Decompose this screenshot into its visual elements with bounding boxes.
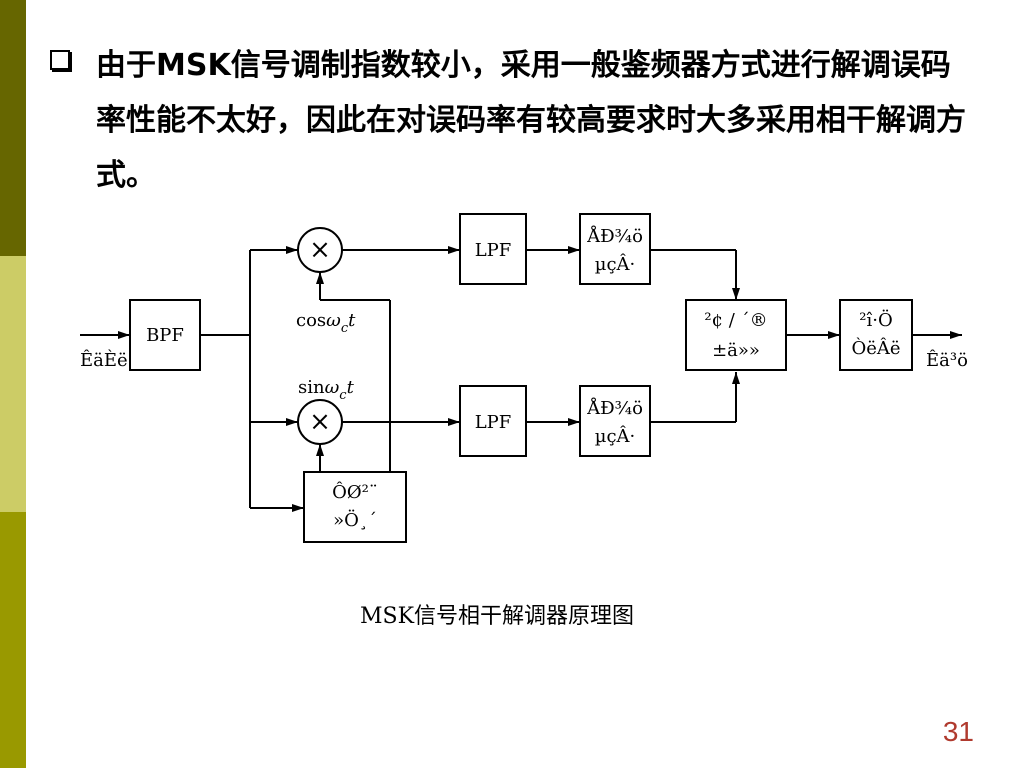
combiner-line2: ±ä»»	[712, 340, 760, 361]
sidebar-segment-middle	[0, 256, 26, 512]
sidebar-segment-bottom	[0, 512, 26, 768]
mixer-bottom-symbol: ×	[309, 407, 331, 437]
lpf-bottom-block	[459, 385, 527, 457]
sampler-bottom-block	[579, 385, 651, 457]
lpf-bottom-label: LPF	[475, 412, 512, 433]
diagram-caption: MSK信号相干解调器原理图	[360, 604, 635, 629]
input-label: ÊäÈë	[80, 348, 128, 371]
sampler-bottom-line1: ÅÐ¾ö	[586, 397, 643, 419]
sidebar-segment-top	[0, 0, 26, 256]
sampler-bottom-line2: µçÂ·	[595, 424, 636, 447]
combiner-block	[685, 299, 787, 371]
mixer-bottom-icon	[297, 399, 343, 445]
bullet-text: 由于MSK信号调制指数较小，采用一般鉴频器方式进行解调误码率性能不太好，因此在对…	[96, 48, 966, 193]
output-label: Êä³ö	[926, 348, 968, 371]
decoder-block	[839, 299, 913, 371]
carrier-line1: ÔØ²¨	[332, 480, 378, 503]
cos-label: cosωct	[296, 310, 356, 336]
sampler-top-line2: µçÂ·	[595, 252, 636, 275]
sin-label: sinωct	[298, 377, 355, 403]
carrier-recovery-block	[303, 471, 407, 543]
lpf-top-block	[459, 213, 527, 285]
slide-sidebar	[0, 0, 26, 768]
combiner-line1: ²¢ / ´®	[704, 310, 767, 331]
bpf-block	[129, 299, 201, 371]
decoder-line1: ²î·Ö	[859, 308, 892, 331]
hollow-square-bullet-icon	[50, 50, 70, 70]
bpf-label: BPF	[146, 325, 184, 346]
page-number: 31	[942, 716, 974, 747]
carrier-line2: »Ö¸´	[333, 508, 377, 531]
decoder-line2: ÒëÂë	[851, 336, 900, 359]
mixer-top-icon	[297, 227, 343, 273]
signal-lines	[80, 246, 962, 512]
sampler-top-block	[579, 213, 651, 285]
sampler-top-line1: ÅÐ¾ö	[586, 225, 643, 247]
mixer-top-symbol: ×	[309, 235, 331, 265]
lpf-top-label: LPF	[475, 240, 512, 261]
